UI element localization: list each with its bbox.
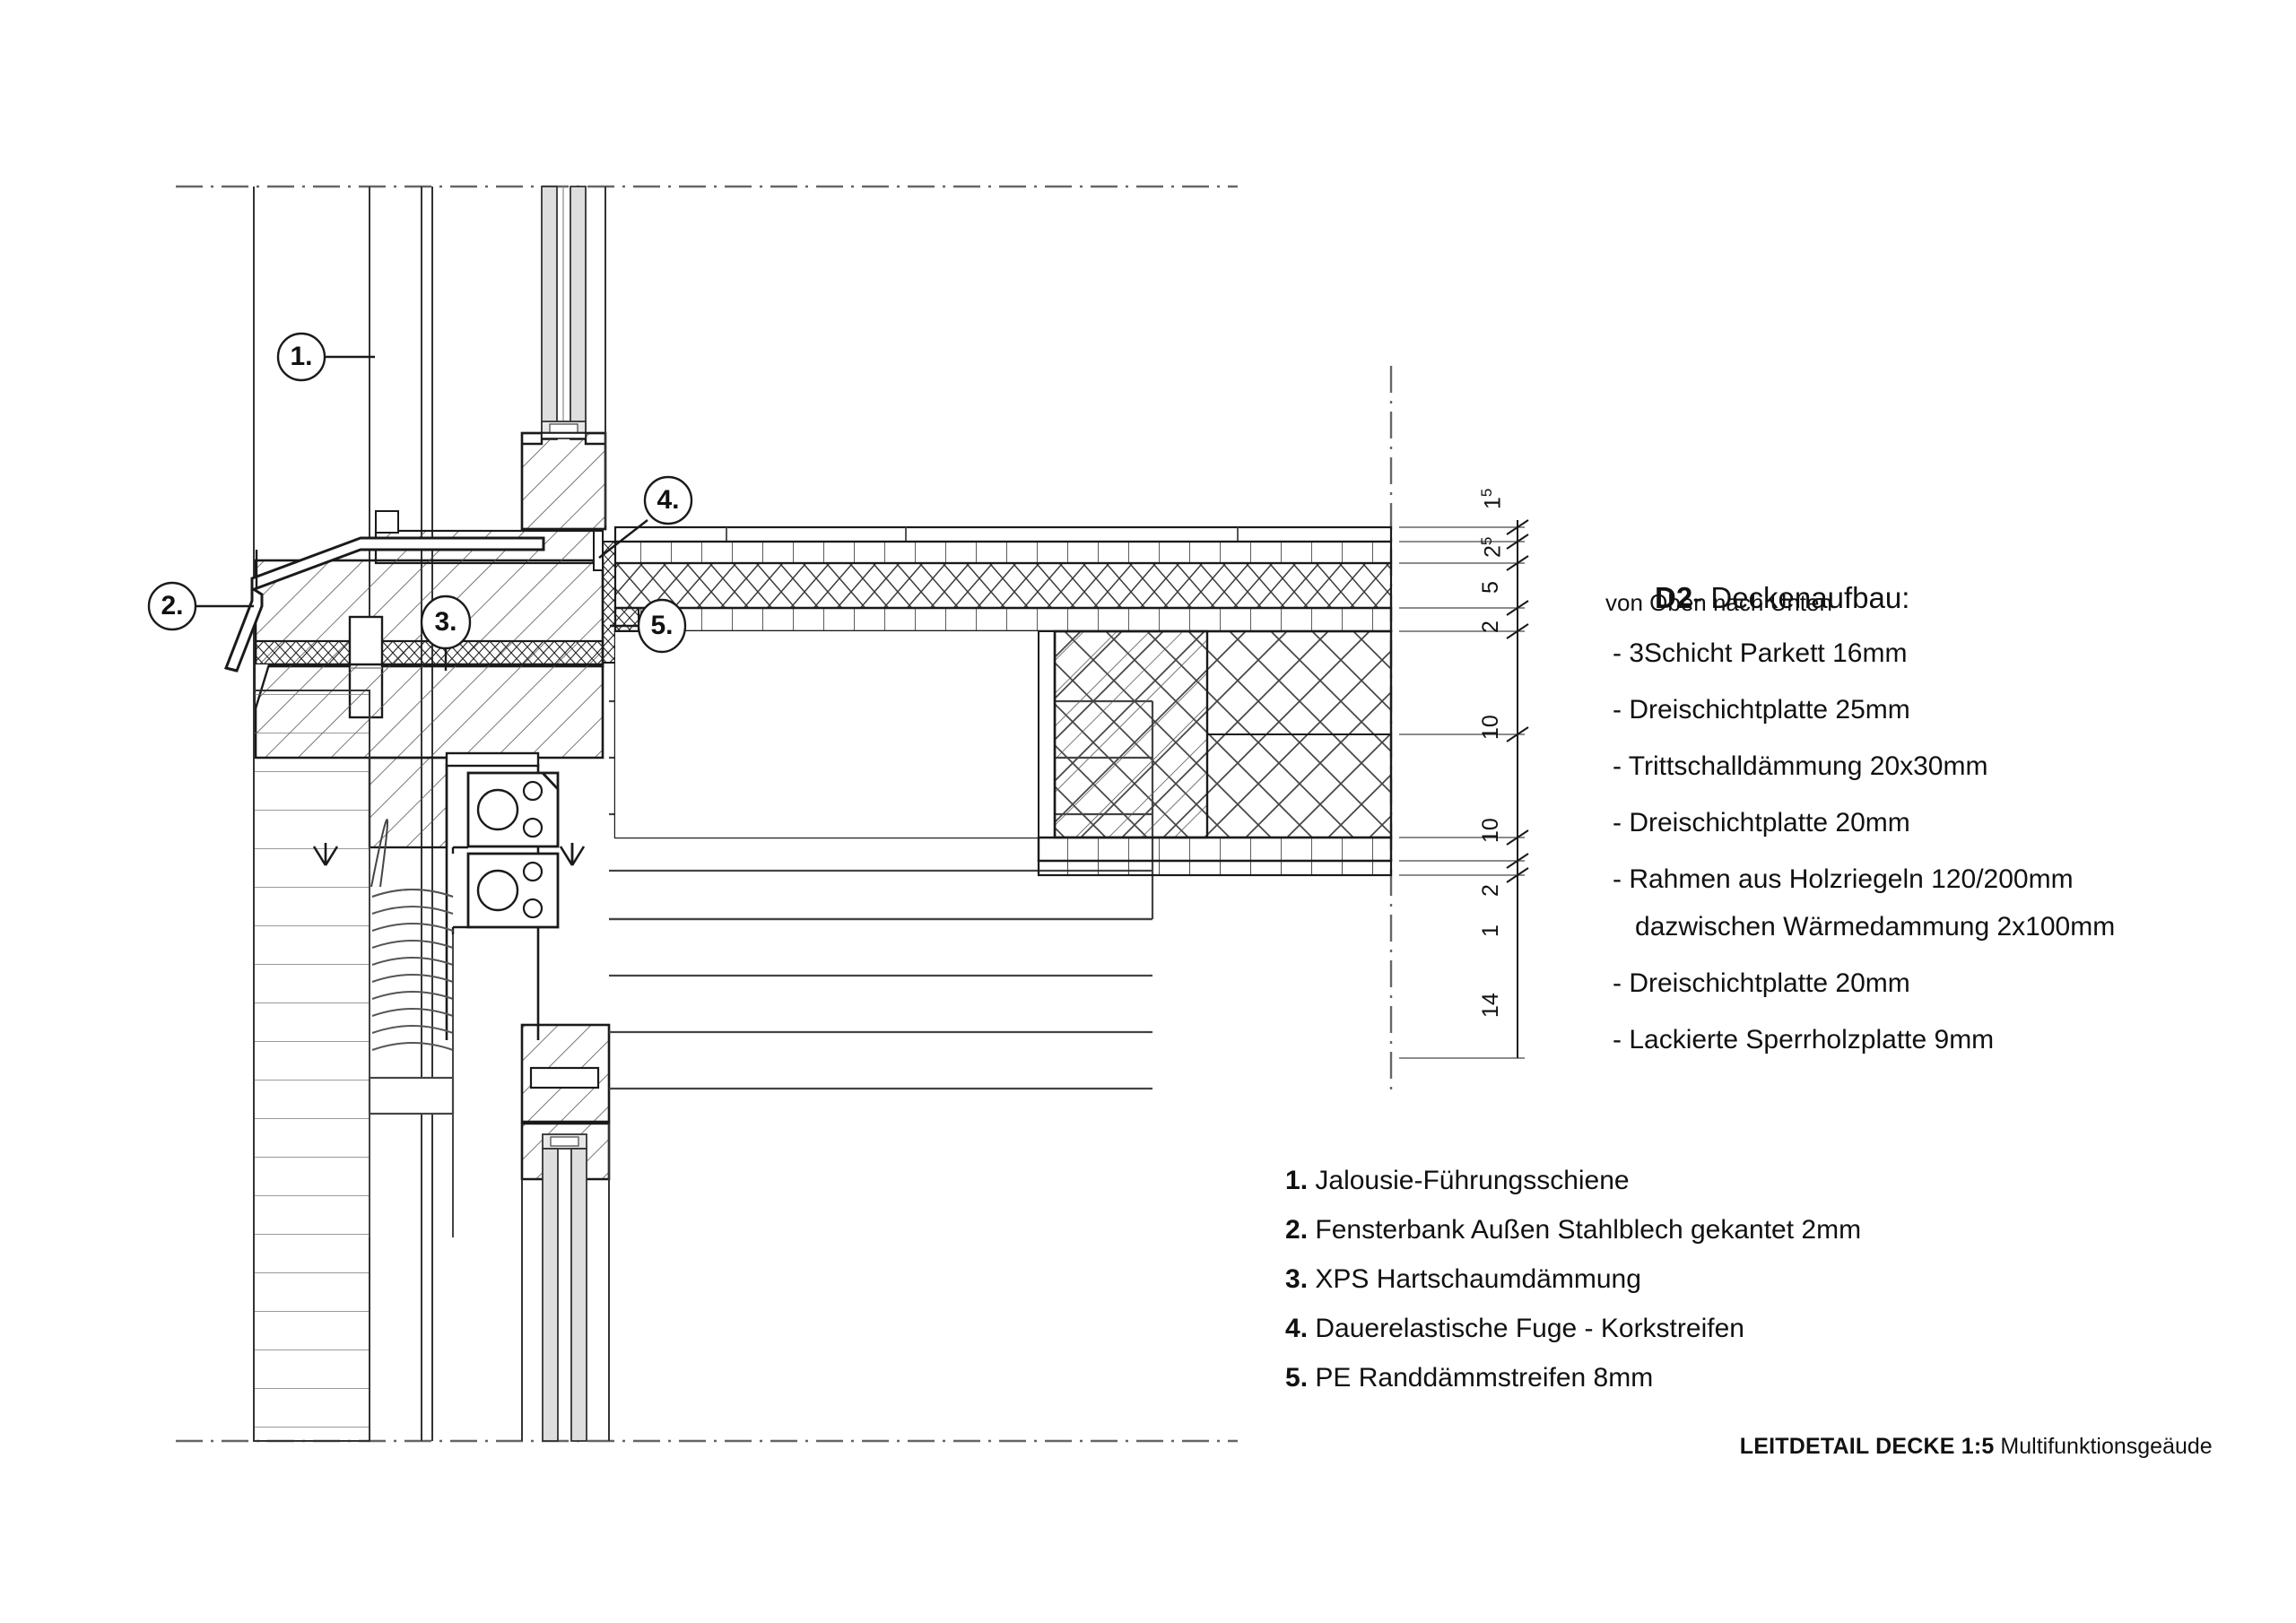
window-glazing-lower	[542, 1148, 587, 1442]
legend-num-4: 4.	[1285, 1314, 1309, 1343]
legend-text-5: PE Randdämmstreifen 8mm	[1315, 1363, 1654, 1393]
legend-num-3: 3.	[1285, 1264, 1309, 1294]
buildup-layer-6: - Dreischichtplatte 20mm	[1613, 968, 1910, 998]
buildup-layer-7: - Lackierte Sperrholzplatte 9mm	[1613, 1025, 1995, 1055]
lower-reveal-lines	[521, 1124, 610, 1441]
layer-three-ply-20-bottom	[1037, 836, 1393, 863]
jalousie-box	[312, 751, 586, 1115]
legend-item-3: 3. XPS Hartschaumdämmung	[1240, 1234, 1641, 1325]
buildup-layer-5: dazwischen Wärmedammung 2x100mm	[1613, 912, 2116, 942]
legend-item-2: 2. Fensterbank Außen Stahlblech gekantet…	[1240, 1185, 1861, 1276]
dim-label-5: 10	[1478, 818, 1503, 843]
blind-slat-channel	[369, 847, 454, 1237]
sill-insulation-band	[254, 639, 604, 666]
title-block-regular: Multifunktionsgeäude	[1994, 1434, 2213, 1459]
buildup-layer-4: - Rahmen aus Holzriegeln 120/200mm	[1613, 864, 2074, 894]
dim-label-1: 25	[1478, 536, 1506, 558]
buildup-title: Deckenaufbau:	[1710, 581, 1910, 614]
window-glazing-upper	[541, 186, 587, 440]
dim-label-7: 1	[1478, 924, 1503, 937]
pe-edge-strip	[602, 541, 616, 664]
dim-label-3: 2	[1478, 621, 1503, 633]
blind-box-timber-left	[368, 756, 448, 849]
layer-joist-and-insulation	[613, 629, 1393, 839]
legend-item-1: 1. Jalousie-Führungsschiene	[1240, 1135, 1630, 1227]
callout-5-label: 5.	[650, 611, 674, 640]
buildup-code: D2	[1655, 581, 1693, 614]
callout-1-label: 1.	[290, 342, 313, 371]
buildup-heading: D2- Deckenaufbau:	[1605, 547, 1909, 649]
buildup-subtitle: von Oben nach Unten	[1605, 589, 1832, 616]
legend-item-4: 4. Dauerelastische Fuge - Korkstreifen	[1240, 1283, 1744, 1375]
buildup-layer-1: - Dreischichtplatte 25mm	[1613, 695, 1910, 725]
dimension-chain	[1399, 519, 1529, 1059]
direction-arrows	[312, 843, 586, 866]
layer-plywood-9	[1037, 859, 1393, 877]
buildup-layer-3: - Dreischichtplatte 20mm	[1613, 808, 1910, 838]
legend-text-4: Dauerelastische Fuge - Korkstreifen	[1315, 1314, 1744, 1343]
legend-num-1: 1.	[1285, 1166, 1309, 1195]
blind-slat-arcs	[371, 889, 454, 1051]
break-lines	[176, 185, 1393, 1443]
legend-num-5: 5.	[1285, 1363, 1309, 1393]
blind-slats	[370, 819, 388, 888]
layer-parquet	[613, 525, 1393, 543]
dim-label-8: 14	[1478, 993, 1503, 1018]
legend-item-5: 5. PE Randdämmstreifen 8mm	[1240, 1332, 1653, 1424]
legend-num-2: 2.	[1285, 1215, 1309, 1245]
dim-label-6: 2	[1478, 884, 1503, 897]
layer-three-ply-25	[613, 540, 1393, 565]
deck-left-edge-pieces	[614, 607, 639, 632]
title-block: LEITDETAIL DECKE 1:5 Multifunktionsgeäud…	[1715, 1408, 2213, 1486]
callout-3-label: 3.	[434, 607, 457, 637]
cork-joint-strip	[593, 530, 604, 571]
buildup-dash: -	[1692, 581, 1703, 614]
dim-label-2: 5	[1478, 581, 1503, 594]
legend-text-2: Fensterbank Außen Stahlblech gekantet 2m…	[1315, 1215, 1862, 1245]
window-sill-sheet-metal	[223, 536, 545, 673]
legend-text-1: Jalousie-Führungsschiene	[1315, 1166, 1630, 1195]
buildup-layer-2: - Trittschalldämmung 20x30mm	[1613, 751, 1988, 781]
facade-cladding-courses	[253, 690, 370, 1442]
layer-impact-sound-insulation	[613, 561, 1393, 610]
layer-three-ply-20-top	[613, 606, 1393, 633]
buildup-layer-0: - 3Schicht Parkett 16mm	[1613, 638, 1908, 668]
window-frame-upper	[520, 421, 607, 531]
callout-2-label: 2.	[161, 591, 184, 621]
callout-4-label: 4.	[657, 485, 680, 515]
title-block-bold: LEITDETAIL DECKE 1:5	[1739, 1434, 1995, 1459]
dim-label-0: 15	[1478, 488, 1506, 509]
joist-edge-board	[1038, 630, 1056, 838]
dim-label-4: 10	[1478, 715, 1503, 740]
window-frame-lower	[520, 1023, 611, 1181]
legend-text-3: XPS Hartschaumdämmung	[1315, 1264, 1641, 1294]
